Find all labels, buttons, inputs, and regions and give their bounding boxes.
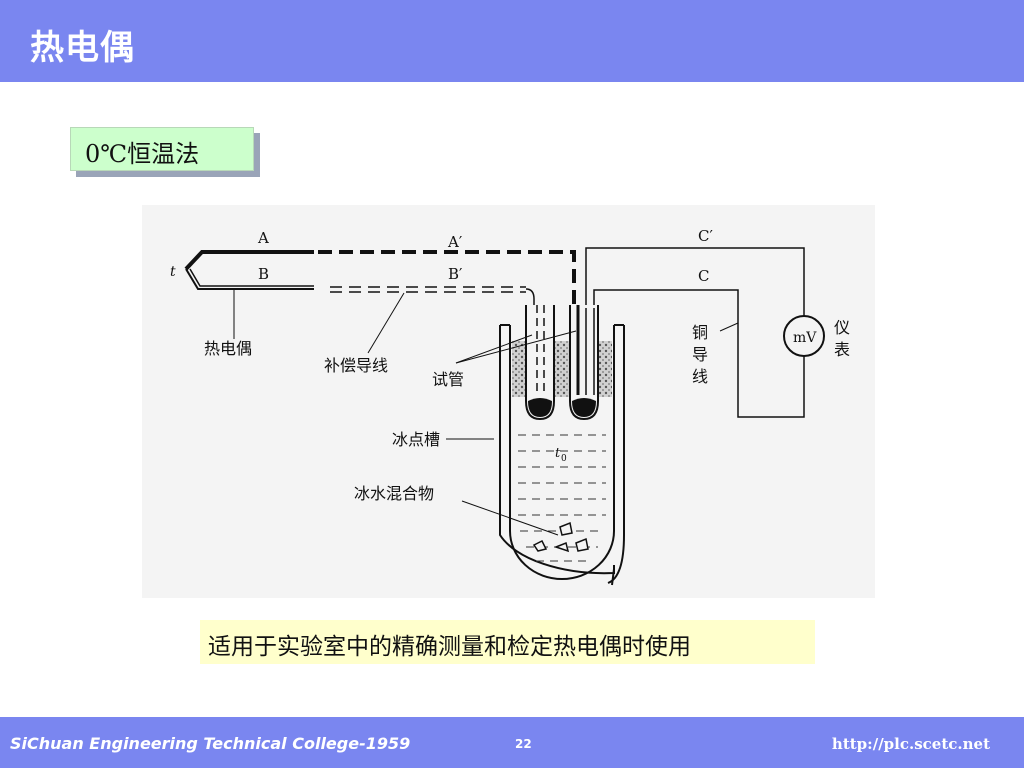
method-label: 0℃恒温法 <box>85 140 200 168</box>
label-ice-water-mixture: 冰水混合物 <box>354 484 434 503</box>
thermocouple-diagram: A B A′ B′ C′ C t t 0 热电偶 补偿导线 试管 铜 导 线 m… <box>142 205 875 598</box>
mixture-leader <box>461 500 559 536</box>
label-cold-temp: t <box>555 446 561 461</box>
label-cold-temp-sub: 0 <box>561 454 567 464</box>
page-number: 22 <box>515 737 532 751</box>
label-hot-temp: t <box>170 264 176 280</box>
label-meter-symbol: mV <box>793 330 817 346</box>
label-copper-wire-1: 铜 <box>692 323 708 342</box>
page-title: 热电偶 <box>30 28 135 68</box>
wire-c-prime-line <box>585 247 805 317</box>
label-wire-a: A <box>257 229 269 247</box>
ice-pieces <box>461 500 589 553</box>
label-wire-a-prime: A′ <box>447 233 463 251</box>
test-tube-left <box>525 305 555 421</box>
label-ice-bath: 冰点槽 <box>392 430 440 449</box>
label-wire-b-prime: B′ <box>448 265 463 283</box>
header-bar: 热电偶 <box>0 0 1024 82</box>
label-meter-2: 表 <box>834 340 850 359</box>
meter-icon <box>783 315 825 357</box>
label-compensation-wire: 补偿导线 <box>324 356 388 375</box>
diagram-svg: A B A′ B′ C′ C t t 0 热电偶 补偿导线 试管 铜 导 线 m… <box>170 227 850 586</box>
test-tube-right <box>569 305 599 421</box>
label-wire-b: B <box>258 265 269 283</box>
label-wire-c-prime: C′ <box>698 227 713 245</box>
wire-a-line <box>184 250 314 271</box>
college-name: SiChuan Engineering Technical College-19… <box>10 734 411 753</box>
label-copper-wire-2: 导 <box>692 345 708 364</box>
wire-b-line <box>185 268 314 290</box>
copper-wires <box>585 247 805 418</box>
label-test-tube: 试管 <box>432 370 464 389</box>
test-tube-leaders <box>455 330 577 364</box>
compensation-leader <box>367 292 405 354</box>
thermocouple-wires <box>184 250 314 339</box>
compensation-wire-a <box>318 250 576 305</box>
label-thermocouple: 热电偶 <box>204 339 252 358</box>
ice-bath-vessel <box>446 324 625 586</box>
footer-bar: SiChuan Engineering Technical College-19… <box>0 717 1024 768</box>
label-wire-c: C <box>698 267 709 285</box>
wire-b-inner <box>189 268 314 287</box>
copper-leader <box>719 322 739 332</box>
label-copper-wire-3: 线 <box>692 367 708 386</box>
caption-box: 适用于实验室中的精确测量和检定热电偶时使用 <box>200 620 815 664</box>
method-label-box: 0℃恒温法 <box>70 127 254 171</box>
caption-text: 适用于实验室中的精确测量和检定热电偶时使用 <box>208 634 691 660</box>
wire-c-line <box>593 289 805 418</box>
footer-url: http://plc.scetc.net <box>831 735 990 753</box>
label-meter-1: 仪 <box>834 318 850 337</box>
